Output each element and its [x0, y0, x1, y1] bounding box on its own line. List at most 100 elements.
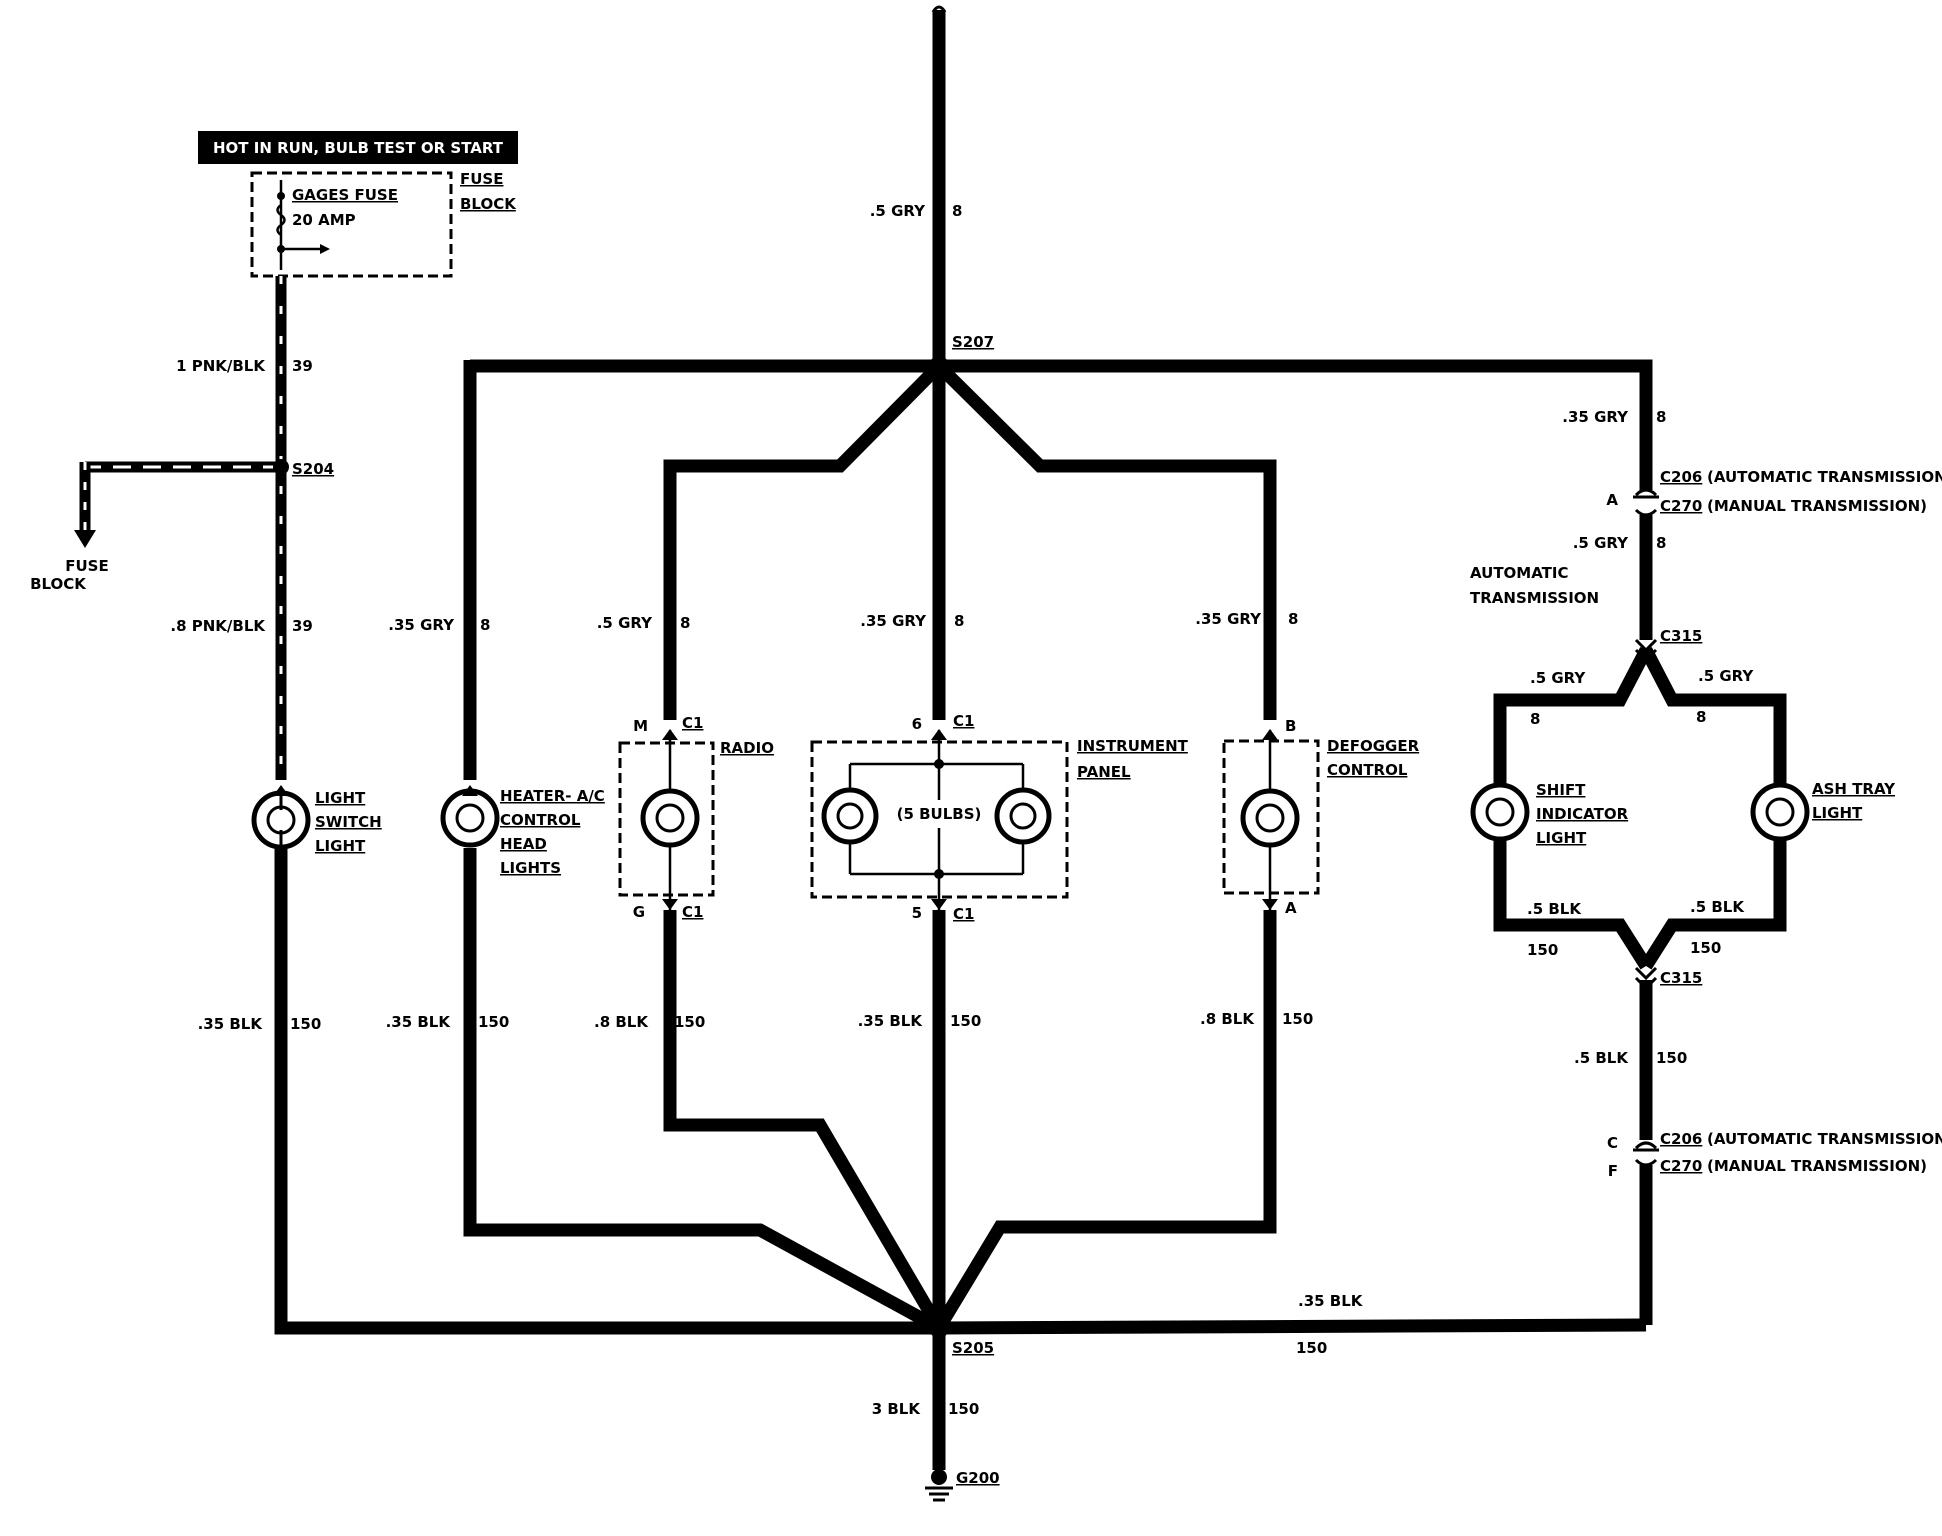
bottom-blk-label: .35 BLK — [1298, 1292, 1364, 1310]
heater-label-2: CONTROL — [500, 811, 581, 829]
shift-blk-label: .5 BLK — [1527, 900, 1582, 918]
c315-bottom-label: C315 — [1660, 969, 1702, 987]
ash-blk-num: 150 — [1690, 939, 1721, 957]
right-gry2-label: .5 GRY — [1573, 534, 1629, 552]
fuse-block-arrow-2: BLOCK — [30, 575, 87, 593]
ash-gry-num: 8 — [1696, 708, 1706, 726]
connector-arrows — [273, 729, 1278, 910]
bottom-pin-c: C — [1607, 1134, 1618, 1152]
ground-blk-num: 150 — [948, 1400, 979, 1418]
fuse-block-label-1: FUSE — [460, 170, 503, 188]
ash-gry-label: .5 GRY — [1698, 667, 1754, 685]
c206-bottom-text: (AUTOMATIC TRANSMISSION) — [1707, 1130, 1942, 1148]
heater-label-4: LIGHTS — [500, 859, 561, 877]
shift-gry-num: 8 — [1530, 710, 1540, 728]
light-switch-bulb — [251, 790, 311, 850]
shift-blk-num: 150 — [1527, 941, 1558, 959]
s205-splice — [929, 1318, 949, 1338]
pnk8-num: 39 — [292, 617, 313, 635]
heater-label-3: HEAD — [500, 835, 547, 853]
radio-gry-num: 8 — [680, 614, 690, 632]
radio-bot-c1: C1 — [682, 903, 703, 921]
radio-top-c1: C1 — [682, 714, 703, 732]
ip-gry-num: 8 — [954, 612, 964, 630]
def-bot-pin: A — [1285, 899, 1297, 917]
heater-gry-num: 8 — [480, 616, 490, 634]
light-blk-num: 150 — [290, 1015, 321, 1033]
light-switch-label-1: LIGHT — [315, 789, 366, 807]
top-gry-label: .5 GRY — [870, 202, 926, 220]
def-blk-num: 150 — [1282, 1010, 1313, 1028]
auto-trans-2: TRANSMISSION — [1470, 589, 1599, 607]
radio-top-pin: M — [633, 717, 648, 735]
ip-blk-num: 150 — [950, 1012, 981, 1030]
bulbs-label: (5 BULBS) — [897, 805, 982, 823]
s204-label: S204 — [292, 460, 334, 478]
shift-indicator-bulb — [1470, 782, 1530, 842]
radio-label: RADIO — [720, 739, 774, 757]
right-blk-label: .5 BLK — [1574, 1049, 1629, 1067]
instrument-panel-label-1: INSTRUMENT — [1077, 737, 1189, 755]
pnk8-label: .8 PNK/BLK — [170, 617, 266, 635]
s205-label: S205 — [952, 1339, 994, 1357]
radio-blk-label: .8 BLK — [594, 1013, 649, 1031]
s207-splice — [929, 356, 949, 376]
ip-bot-pin: 5 — [912, 904, 922, 922]
c270-bottom-text: (MANUAL TRANSMISSION) — [1707, 1157, 1927, 1175]
instrument-panel-label-2: PANEL — [1077, 763, 1131, 781]
pnk-blk-wire — [74, 276, 289, 780]
radio-component — [618, 730, 715, 910]
c315-top-label: C315 — [1660, 627, 1702, 645]
ip-gry-label: .35 GRY — [860, 612, 927, 630]
light-blk-label: .35 BLK — [198, 1015, 264, 1033]
fuse-block-arrow-1: FUSE — [65, 557, 108, 575]
def-gry-label: .35 GRY — [1195, 610, 1262, 628]
c206-top-text: (AUTOMATIC TRANSMISSION) — [1707, 468, 1942, 486]
auto-trans-1: AUTOMATIC — [1470, 564, 1569, 582]
c206-c270-top-connector — [1633, 488, 1659, 517]
pnk1-label: 1 PNK/BLK — [176, 357, 266, 375]
heater-blk-num: 150 — [478, 1013, 509, 1031]
ash-tray-label-2: LIGHT — [1812, 804, 1863, 822]
c270-top-label: C270 — [1660, 497, 1702, 515]
c206-c270-bottom-connector — [1633, 1141, 1659, 1167]
radio-blk-num: 150 — [674, 1013, 705, 1031]
top-gry-num: 8 — [952, 202, 962, 220]
c270-bottom-label: C270 — [1660, 1157, 1702, 1175]
g200-label: G200 — [956, 1469, 1000, 1487]
top-pin-a: A — [1606, 491, 1618, 509]
defogger-label-2: CONTROL — [1327, 761, 1408, 779]
light-switch-label-3: LIGHT — [315, 837, 366, 855]
def-gry-num: 8 — [1288, 610, 1298, 628]
shift-label-2: INDICATOR — [1536, 805, 1629, 823]
ip-blk-label: .35 BLK — [858, 1012, 924, 1030]
ash-tray-bulb — [1750, 782, 1810, 842]
fuse-block: GAGES FUSE 20 AMP FUSE BLOCK — [250, 170, 517, 278]
c270-top-text: (MANUAL TRANSMISSION) — [1707, 497, 1927, 515]
ip-top-c1: C1 — [953, 712, 974, 730]
instrument-panel — [810, 730, 1069, 910]
def-blk-label: .8 BLK — [1200, 1010, 1255, 1028]
fuse-block-label-2: BLOCK — [460, 195, 517, 213]
right-blk-num: 150 — [1656, 1049, 1687, 1067]
gages-fuse-label: GAGES FUSE — [292, 186, 398, 204]
shift-label-1: SHIFT — [1536, 781, 1586, 799]
heater-label-1: HEATER- A/C — [500, 787, 605, 805]
ash-tray-label-1: ASH TRAY — [1812, 780, 1896, 798]
heater-ac-bulb — [440, 788, 500, 848]
pnk1-num: 39 — [292, 357, 313, 375]
shift-label-3: LIGHT — [1536, 829, 1587, 847]
defogger-control — [1222, 730, 1320, 910]
bottom-pin-f: F — [1608, 1162, 1618, 1180]
c315-top-connector — [1634, 638, 1658, 663]
heater-blk-label: .35 BLK — [386, 1013, 452, 1031]
heater-gry-label: .35 GRY — [388, 616, 455, 634]
def-top-pin: B — [1285, 717, 1296, 735]
ip-top-pin: 6 — [912, 715, 922, 733]
right-gry1-label: .35 GRY — [1562, 408, 1629, 426]
ground-network — [274, 848, 1647, 1502]
right-gry2-num: 8 — [1656, 534, 1666, 552]
right-gry1-num: 8 — [1656, 408, 1666, 426]
ip-bot-c1: C1 — [953, 905, 974, 923]
